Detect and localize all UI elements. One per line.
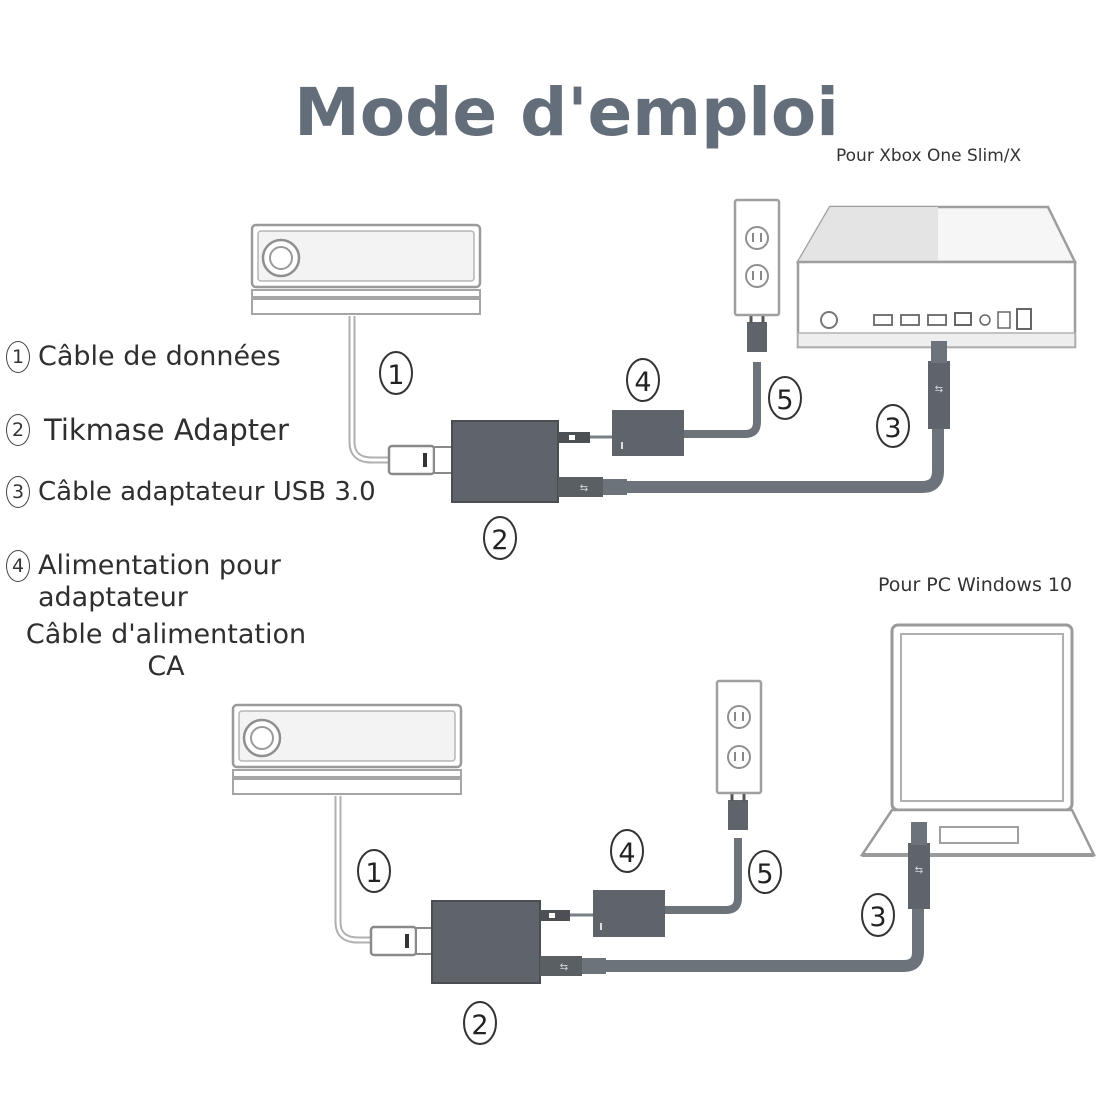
callout-4-top: 4 — [626, 358, 660, 402]
usb-cable: ⇆ ⇆ — [540, 822, 930, 976]
legend-text: Câble d'alimentation CA — [25, 619, 307, 682]
legend-item-adapter: 2 Tikmase Adapter — [6, 414, 289, 446]
svg-text:⇆: ⇆ — [935, 384, 943, 395]
pc-target-label: Pour PC Windows 10 — [878, 574, 1073, 596]
callout-1-bottom: 1 — [357, 849, 391, 893]
callout-label: 5 — [756, 859, 773, 890]
callout-label: 3 — [884, 413, 901, 444]
laptop-icon — [859, 623, 1097, 857]
legend-text: Câble adaptateur USB 3.0 — [38, 477, 376, 507]
power-cable — [540, 783, 748, 937]
wall-outlet-icon — [715, 679, 763, 795]
kinect-sensor-icon — [250, 223, 482, 315]
page-title: Mode d'emploi — [294, 74, 839, 151]
adapter-box — [431, 900, 541, 984]
legend-item-data-cable: 1 Câble de données — [6, 341, 281, 373]
xbox-console-icon — [795, 205, 1078, 349]
svg-text:⇆: ⇆ — [915, 865, 923, 876]
callout-3-bottom: 3 — [861, 893, 895, 937]
adapter-box — [451, 420, 559, 503]
wall-outlet-icon — [733, 198, 781, 317]
legend-item-power-supply: 4 Alimentation pour adaptateur — [6, 550, 328, 614]
callout-5-top: 5 — [768, 376, 802, 420]
xbox-target-label: Pour Xbox One Slim/X — [836, 146, 1022, 166]
callout-label: 3 — [869, 902, 886, 933]
legend-text: Alimentation pour adaptateur — [38, 550, 281, 613]
callout-4-bottom: 4 — [610, 829, 644, 873]
usb-cable: ⇆ ⇆ — [558, 341, 950, 497]
callout-2-top: 2 — [483, 516, 517, 560]
legend-number: 4 — [6, 550, 30, 582]
svg-text:⇆: ⇆ — [560, 962, 568, 973]
legend-text: Tikmase Adapter — [44, 413, 289, 447]
legend-number: 3 — [6, 476, 30, 508]
legend-text: Câble de données — [38, 341, 281, 372]
legend-item-ac-cable: Câble d'alimentation CA — [6, 619, 326, 683]
callout-label: 5 — [776, 385, 793, 416]
power-cable — [558, 304, 767, 456]
svg-text:⇆: ⇆ — [580, 483, 588, 494]
callout-label: 1 — [365, 858, 382, 889]
data-cable — [348, 316, 453, 476]
callout-1-top: 1 — [379, 351, 413, 395]
data-cable — [334, 796, 433, 957]
callout-label: 2 — [491, 525, 508, 556]
callout-5-bottom: 5 — [748, 850, 782, 894]
legend-item-usb-cable: 3 Câble adaptateur USB 3.0 — [6, 476, 376, 508]
callout-label: 1 — [387, 360, 404, 391]
kinect-sensor-icon — [231, 703, 463, 795]
legend-number: 2 — [6, 414, 30, 446]
callout-2-bottom: 2 — [463, 1001, 497, 1045]
callout-label: 2 — [471, 1010, 488, 1041]
callout-label: 4 — [634, 367, 651, 398]
callout-3-top: 3 — [876, 404, 910, 448]
legend-number: 1 — [6, 341, 30, 373]
callout-label: 4 — [618, 838, 635, 869]
